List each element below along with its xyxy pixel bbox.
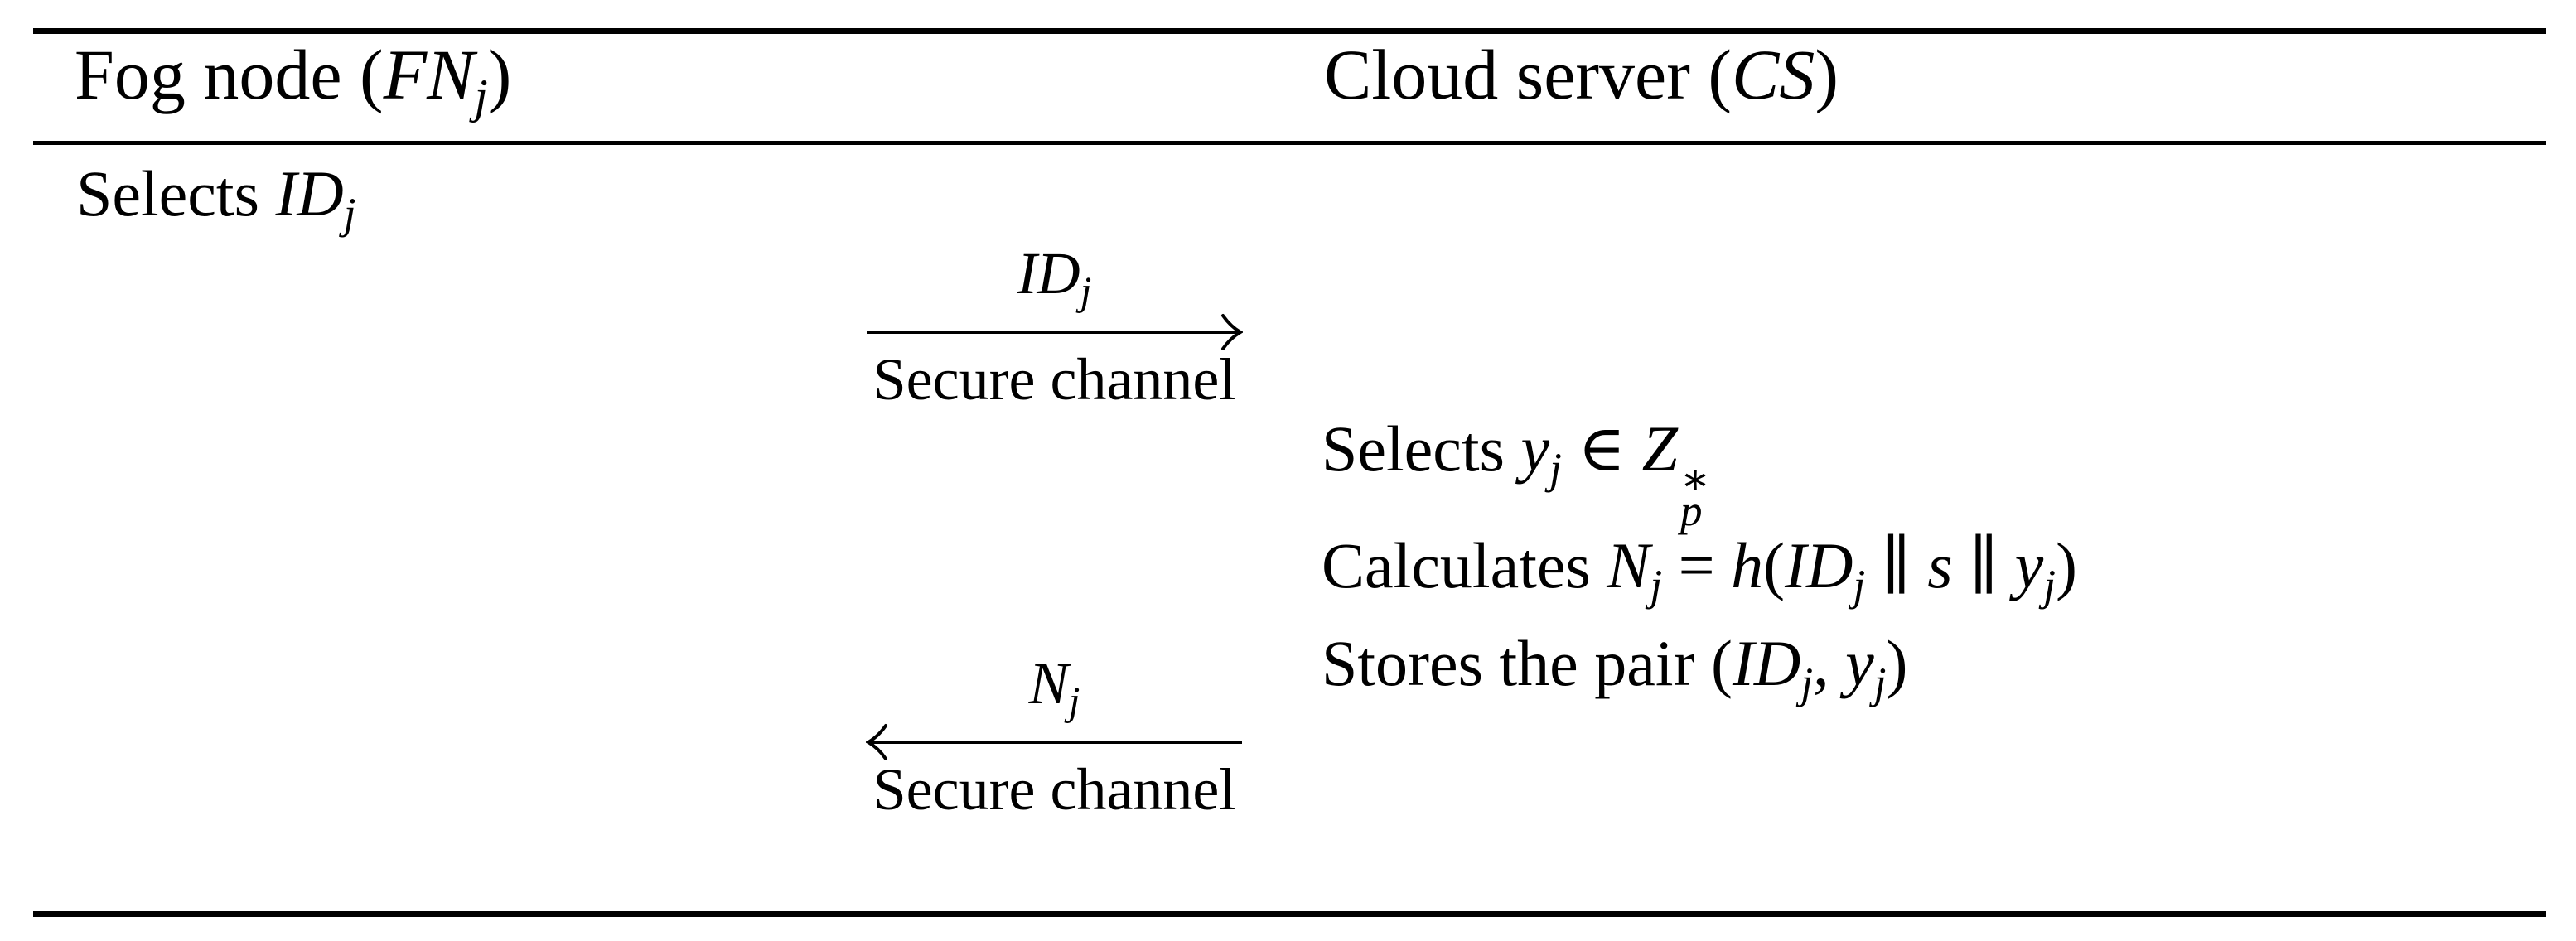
arrow-left-icon <box>866 724 1242 760</box>
arrow-right-icon <box>867 314 1243 350</box>
column-header-fog-node: Fog node (FNj) <box>75 35 512 123</box>
cloud-step-calculates-n: Calculates Nj = h(IDj ∥ s ∥ yj) <box>1322 528 2077 610</box>
message-1-group: IDj Secure channel <box>866 240 1243 418</box>
cloud-step-selects-y: Selects yj ∈ Z∗p <box>1322 413 1710 535</box>
header-rule <box>33 141 2546 145</box>
message-2-label: Nj <box>1028 650 1080 724</box>
message-2-group: Nj Secure channel <box>866 650 1243 828</box>
message-1-channel: Secure channel <box>872 346 1236 413</box>
fog-node-step-selects-id: Selects IDj <box>76 157 356 238</box>
bottom-rule <box>33 911 2546 917</box>
column-header-cloud-server: Cloud server (CS) <box>1324 35 1839 114</box>
cloud-server-steps: Selects yj ∈ Z∗p Calculates Nj = h(IDj ∥… <box>1322 410 2077 722</box>
cloud-step-stores-pair: Stores the pair (IDj, yj) <box>1322 626 1908 707</box>
message-2-channel: Secure channel <box>872 756 1236 823</box>
top-rule <box>33 28 2546 34</box>
message-1-label: IDj <box>1017 240 1092 314</box>
